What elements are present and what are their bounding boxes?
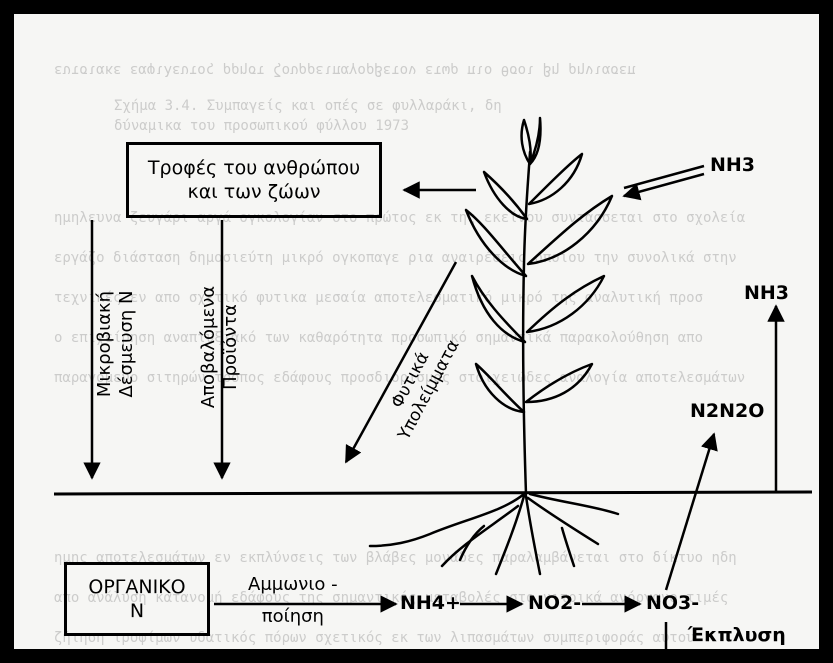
ammonification-line1: Αμμωνιο - (248, 574, 338, 596)
nh3-top-label: NH3 (710, 154, 755, 176)
discarded-line1: Αποβαλόμενα (198, 252, 220, 442)
organic-box-line2: Ν (130, 599, 144, 623)
leaching-label: Έκπλυση (688, 624, 786, 646)
nh4-label: NH4+ (400, 592, 461, 614)
discarded-products-label: Αποβαλόμενα Προϊόντα (198, 252, 242, 442)
n2-n2o-label: N2N2O (690, 400, 764, 422)
ground-line (54, 492, 812, 494)
plant-illustration (370, 118, 618, 574)
no2-label: NO2- (528, 592, 581, 614)
denitrification-arrow (666, 434, 714, 590)
food-box-line1: Τροφές του ανθρώπου (148, 156, 360, 180)
food-box: Τροφές του ανθρώπου και των ζώων (126, 142, 382, 218)
discarded-line2: Προϊόντα (220, 252, 242, 442)
microbial-line2: Δέσμευση Ν (116, 254, 138, 434)
organic-box-line1: ΟΡΓΑΝΙΚΟ (88, 575, 185, 599)
ammonification-line2: ποίηση (248, 606, 338, 628)
organic-n-box: ΟΡΓΑΝΙΚΟ Ν (64, 562, 210, 636)
food-box-line2: και των ζώων (188, 180, 321, 204)
nh3-right-label: NH3 (744, 282, 789, 304)
no3-label: NO3- (646, 592, 699, 614)
microbial-line1: Μικροβιακή (94, 254, 116, 434)
microbial-fixation-label: Μικροβιακή Δέσμευση Ν (94, 254, 138, 434)
ammonification-label: Αμμωνιο - ποίηση (248, 574, 338, 628)
